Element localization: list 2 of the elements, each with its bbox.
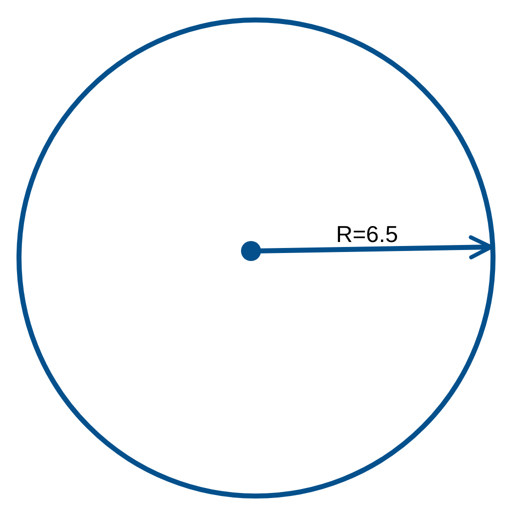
radius-label: R=6.5 xyxy=(336,221,398,248)
circle-outline xyxy=(16,17,496,499)
